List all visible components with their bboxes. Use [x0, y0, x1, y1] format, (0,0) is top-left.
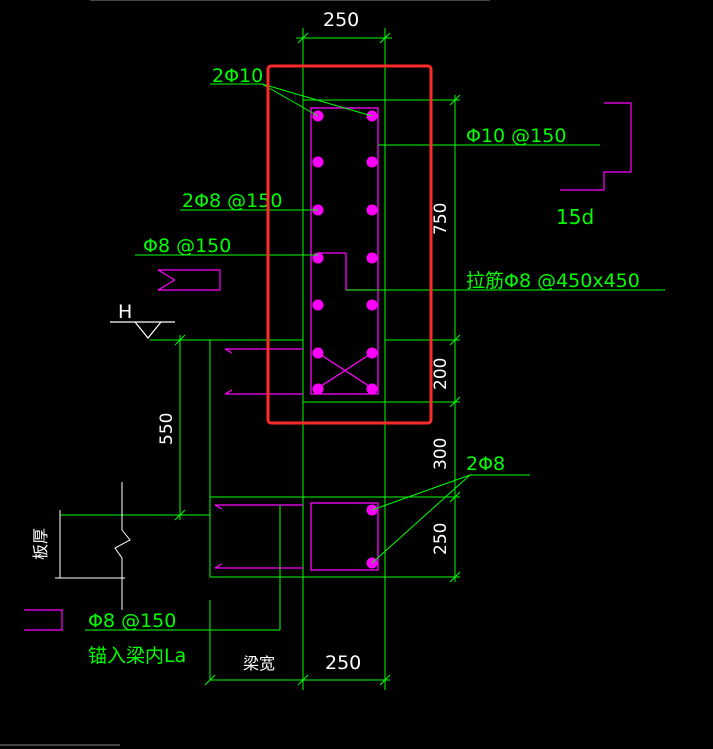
height-250-label: 250: [431, 523, 451, 555]
rebar-dot: [366, 252, 378, 264]
leader-lines: [85, 83, 665, 690]
left-dimension-550: [60, 334, 210, 521]
anchor-length-label: 15d: [556, 205, 594, 229]
rebar-dot: [366, 204, 378, 216]
rebar-dot: [366, 383, 378, 395]
rebar-dot: [312, 383, 324, 395]
slab-rebar-label: Φ8 @150: [88, 610, 176, 632]
rebar-dot: [312, 347, 324, 359]
top-bars-label: 2Φ10: [212, 65, 263, 87]
left-stirrups-label: Φ8 @150: [143, 235, 231, 257]
anchor-note-label: 锚入梁内La: [88, 645, 186, 667]
height-550-label: 550: [157, 413, 177, 445]
rebar-dot: [366, 156, 378, 168]
slab-rebars: [24, 102, 632, 631]
slab-thickness-dimension: [55, 482, 131, 610]
height-750-label: 750: [431, 203, 451, 235]
rebar-dot: [312, 156, 324, 168]
member-outline: [209, 99, 460, 690]
rebar-dot: [312, 252, 324, 264]
elevation-marker: [110, 321, 175, 339]
main-stirrups-label: Φ10 @150: [466, 125, 566, 147]
elevation-label: H: [118, 301, 132, 323]
rebar-dot: [312, 299, 324, 311]
beam-width-label: 梁宽: [243, 654, 275, 673]
right-dimension-chain: [449, 94, 461, 583]
side-bars-label: 2Φ8 @150: [182, 190, 282, 212]
height-200-label: 200: [431, 358, 451, 390]
highlight-box: [266, 64, 433, 425]
top-width-label: 250: [323, 9, 359, 31]
bottom-bars-label: 2Φ8: [466, 453, 505, 475]
height-300-label: 300: [431, 438, 451, 470]
slab-thickness-label: 板厚: [31, 528, 50, 560]
rebar-dot: [366, 347, 378, 359]
tie-bars-label: 拉筋Φ8 @450x450: [466, 270, 640, 292]
bottom-width-label: 250: [325, 652, 361, 674]
top-width-dimension: [296, 28, 392, 100]
rebar-dot: [366, 299, 378, 311]
